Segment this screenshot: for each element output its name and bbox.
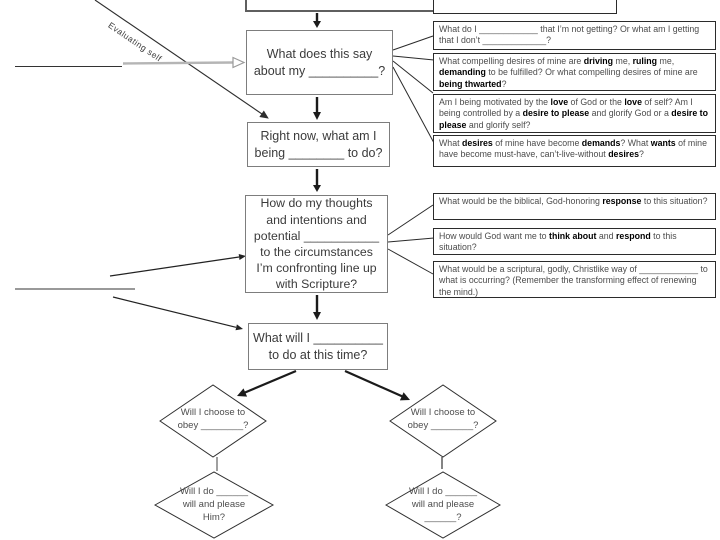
diamond-obey-right bbox=[389, 384, 497, 458]
question-box-compelling-desires: What compelling desires of mine are driv… bbox=[433, 53, 716, 91]
question-box-god-want: How would God want me to think about and… bbox=[433, 228, 716, 255]
top-right-partial-box bbox=[433, 0, 617, 14]
diamond-label-obey-left: Will I choose to obey ________? bbox=[177, 407, 249, 431]
arrow-to-left-diamond bbox=[237, 369, 297, 397]
flow-box-say-about: What does this say about my __________? bbox=[246, 30, 393, 95]
flow-arrow-down-2 bbox=[313, 97, 321, 120]
question-box-not-getting: What do I ____________ that I’m not gett… bbox=[433, 21, 716, 50]
diamond-please-left bbox=[153, 471, 275, 539]
flow-box-right-now: Right now, what am I being ________ to d… bbox=[247, 122, 390, 167]
flow-arrow-down-4 bbox=[313, 295, 321, 320]
flow-arrow-down-1 bbox=[313, 13, 321, 28]
diamond-label-please-right: Will I do ______ will and please ______? bbox=[408, 486, 478, 523]
diamond-label-please-left: Will I do ______ will and please Him? bbox=[179, 486, 249, 523]
flow-box-line-up: How do my thoughts and intentions and po… bbox=[245, 195, 388, 293]
flow-arrow-down-3 bbox=[313, 169, 321, 192]
diamond-obey-left bbox=[159, 384, 267, 458]
flow-box-what-will-i: What will I __________ to do at this tim… bbox=[248, 323, 388, 370]
left-arrow-to-lineup-box bbox=[109, 254, 246, 277]
diamond-label-obey-right: Will I choose to obey ________? bbox=[407, 407, 479, 431]
question-box-love-of-god: Am I being motivated by the love of God … bbox=[433, 94, 716, 133]
question-box-christlike-way: What would be a scriptural, godly, Chris… bbox=[433, 261, 716, 298]
diamond-please-right bbox=[385, 471, 501, 539]
left-arrow-to-whatwill-box bbox=[112, 296, 243, 331]
gray-open-arrow bbox=[122, 56, 246, 69]
fan-connectors-top bbox=[392, 35, 435, 144]
arrow-to-right-diamond bbox=[344, 369, 410, 401]
question-box-biblical-response: What would be the biblical, God-honoring… bbox=[433, 193, 716, 220]
evaluating-self-arrow bbox=[94, 0, 269, 119]
fan-connectors-bottom bbox=[387, 204, 435, 275]
question-box-desires-demands: What desires of mine have become demands… bbox=[433, 135, 716, 167]
